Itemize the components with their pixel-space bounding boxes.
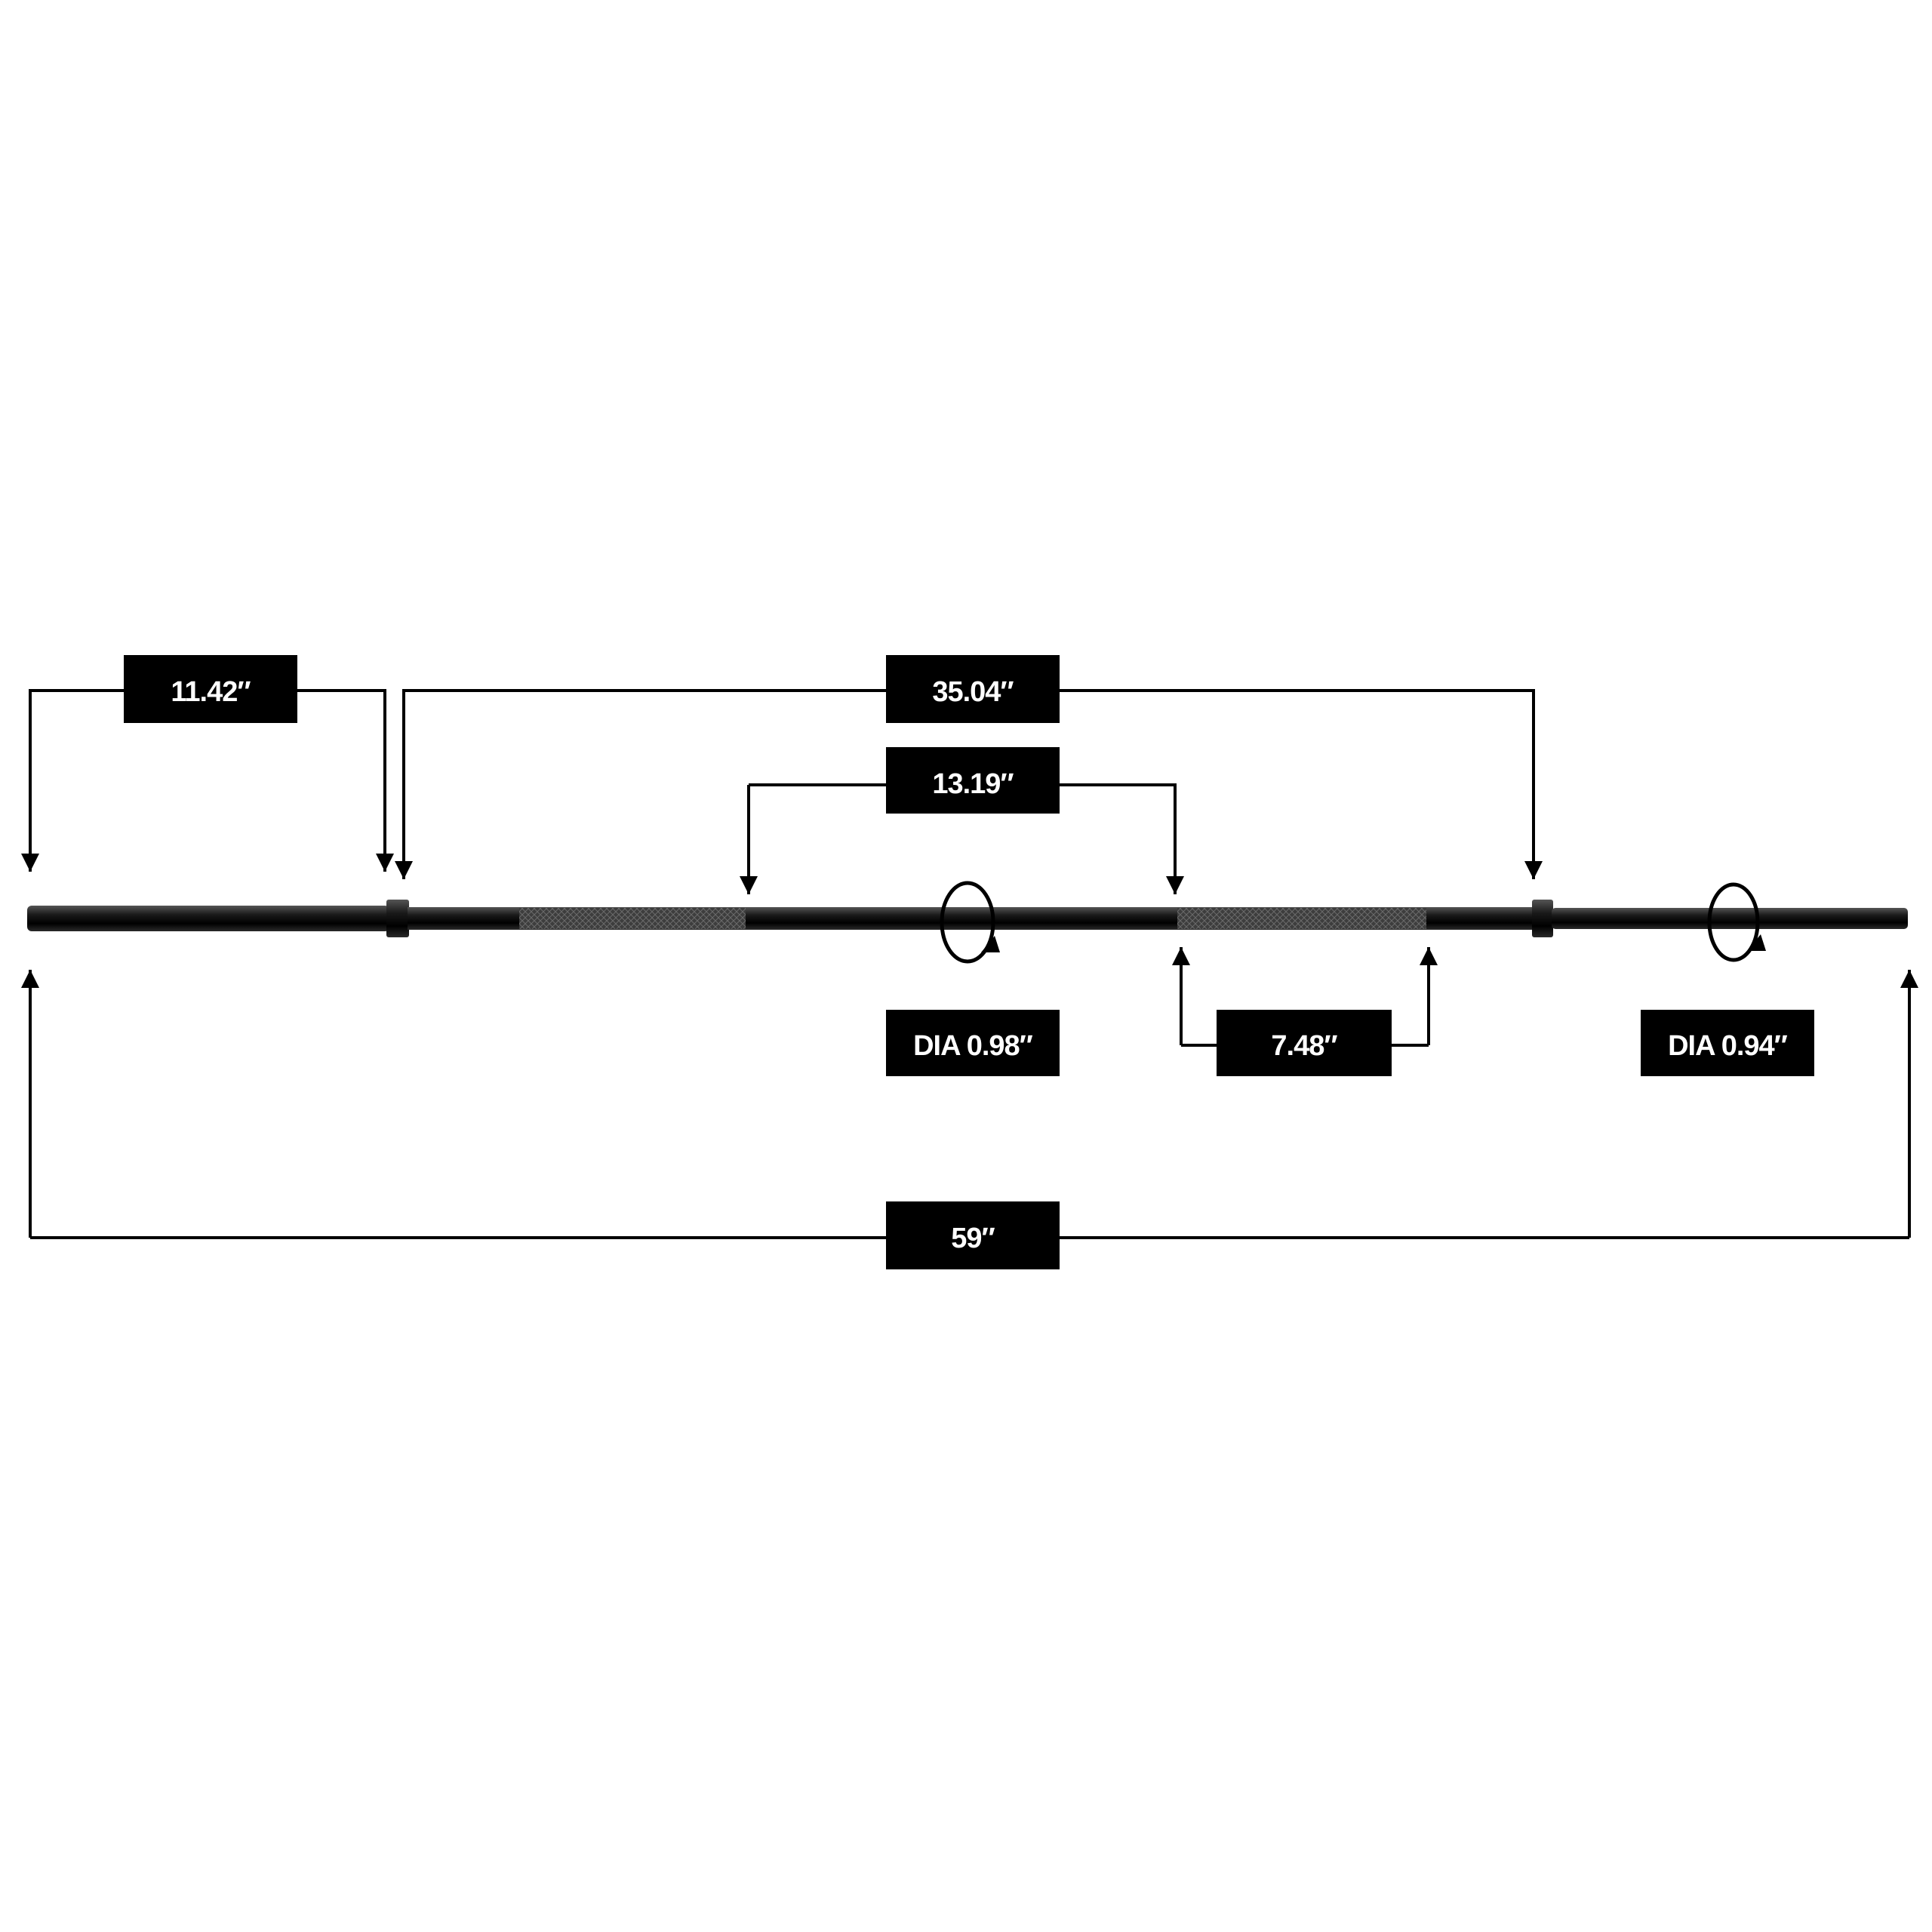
left-sleeve [27,906,389,931]
svg-text:7.48″: 7.48″ [1271,1030,1337,1062]
svg-text:59″: 59″ [951,1223,995,1254]
label-total-length: 59″ [886,1201,1060,1269]
left-collar [386,900,409,937]
rotation-arrow-icon [940,881,1000,964]
label-inner-span: 35.04″ [886,655,1060,723]
right-collar [1532,900,1553,937]
right-sleeve [1552,908,1908,929]
svg-text:13.19″: 13.19″ [932,768,1014,800]
svg-text:DIA 0.98″: DIA 0.98″ [913,1030,1033,1062]
svg-text:35.04″: 35.04″ [932,676,1014,708]
svg-text:11.42″: 11.42″ [171,676,251,708]
label-outer-sleeve: 11.42″ [124,655,297,723]
label-center-knurl: 7.48″ [1217,1010,1392,1076]
left-knurl [519,908,746,929]
rotation-arrow-icon [1707,882,1766,962]
label-grip-knurl: 13.19″ [886,747,1060,814]
label-shaft-diameter: DIA 0.98″ [886,1010,1060,1076]
label-sleeve-diameter: DIA 0.94″ [1641,1010,1814,1076]
barbell [27,900,1908,937]
svg-text:DIA 0.94″: DIA 0.94″ [1668,1030,1788,1062]
center-knurl [1177,908,1426,929]
